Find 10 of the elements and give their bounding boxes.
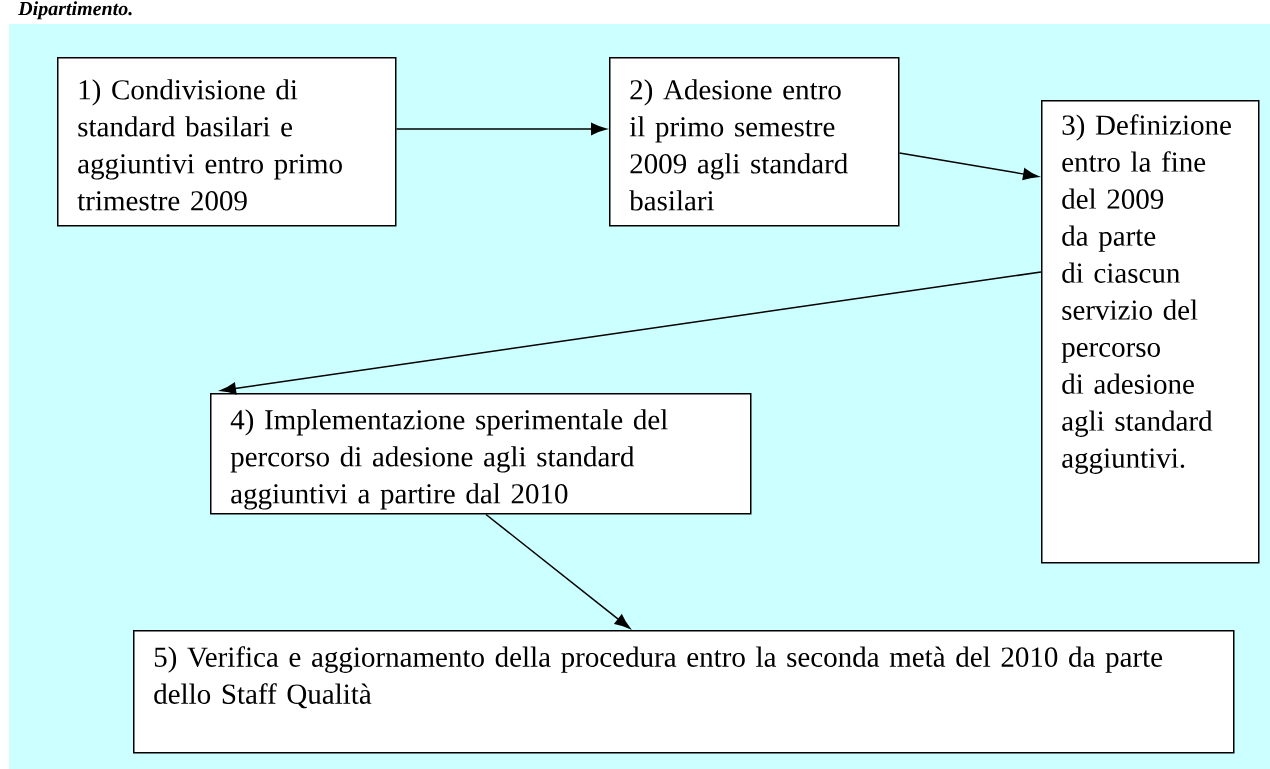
process-box: 5) Verifica e aggiornamento della procedura entro la seconda metà del 2010 da parte dello Staff Qualità xyxy=(133,630,1235,754)
heading: Dipartimento. xyxy=(18,1,132,20)
arrow xyxy=(898,152,1039,180)
arrow xyxy=(485,513,631,629)
arrow xyxy=(395,123,607,135)
process-box: 4) Implementazione sperimentale del percorso di adesione agli standard aggiuntivi a partire dal 2010 xyxy=(210,393,752,515)
process-box: 3) Definizione entro la fine del 2009 da parte di ciascun servizio del percorso di adesione agli standard aggiuntivi. xyxy=(1041,100,1260,564)
process-box: 1) Condivisione di standard basilari e aggiuntivi entro primo trimestre 2009 xyxy=(57,57,397,227)
process-box: 2) Adesione entro il primo semestre 2009 agli standard basilari xyxy=(609,57,900,227)
arrow xyxy=(220,271,1042,395)
